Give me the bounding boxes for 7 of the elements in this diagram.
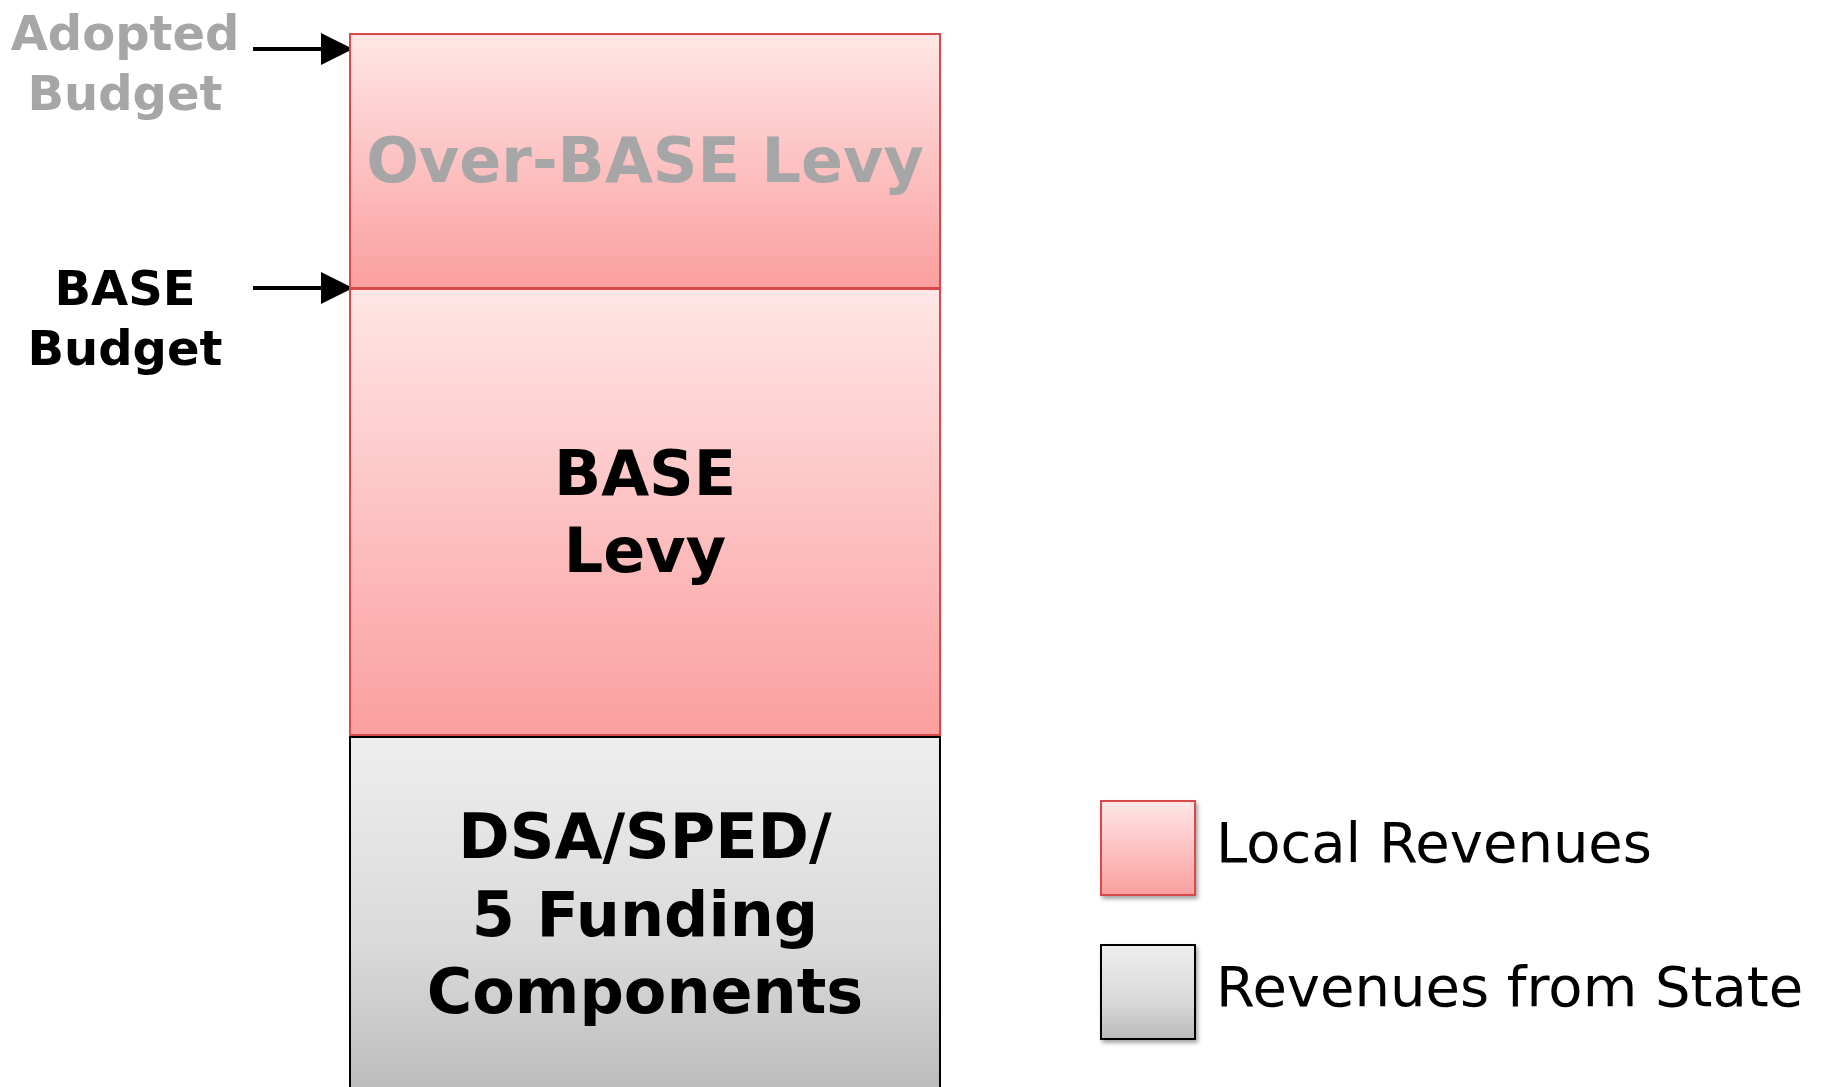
levy-block: Over-BASE Levy [349,33,941,289]
levy-block: BASE Levy [349,288,941,736]
budget-label: Adopted Budget [0,0,250,125]
funding-block: DSA/SPED/ 5 Funding Components [349,736,941,1087]
legend-label: Revenues from State [1216,954,1804,1019]
legend-label: Local Revenues [1216,810,1652,875]
budget-label: BASE Budget [0,255,250,380]
